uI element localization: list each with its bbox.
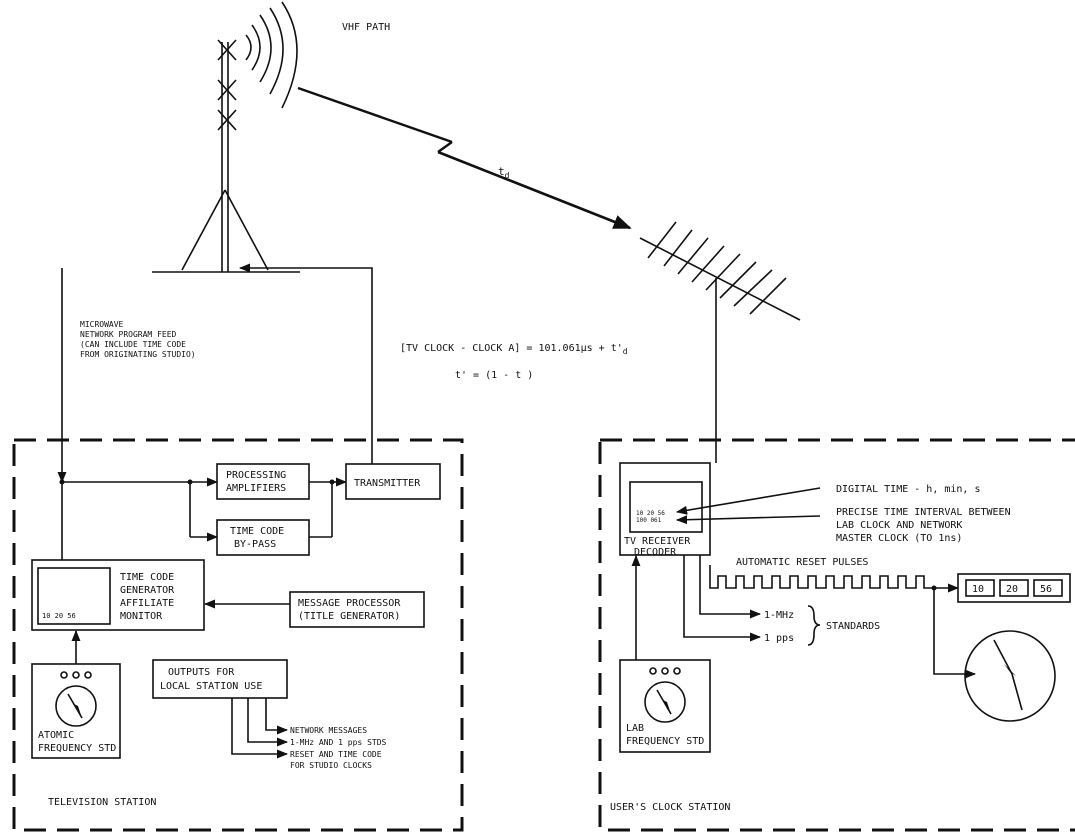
outputs-label: OUTPUTS FOR <box>168 667 235 678</box>
television-station-title: TELEVISION STATION <box>48 797 156 808</box>
equation-clock-difference: [TV CLOCK - CLOCK A] = 101.061μs + t'd <box>400 343 628 356</box>
precise-interval-label-1: PRECISE TIME INTERVAL BETWEEN <box>836 507 1011 518</box>
users-clock-station-boundary <box>598 438 1075 832</box>
clock-seconds-text: 56 <box>1040 584 1052 595</box>
message-processor-box <box>289 591 425 628</box>
network-program-feed-label: NETWORK PROGRAM FEED <box>80 330 177 339</box>
tv-tower <box>152 39 300 273</box>
transmitter-to-tower-line <box>238 263 373 464</box>
lab-label: LAB <box>626 723 644 734</box>
transmitter-box <box>345 463 441 500</box>
studio-clocks-label: FOR STUDIO CLOCKS <box>290 761 372 770</box>
analog-clock-icon <box>964 630 1056 722</box>
tv-receiver-label: TV RECEIVER <box>624 536 691 547</box>
outputs-box <box>152 659 288 699</box>
users-clock-station-title: USER'S CLOCK STATION <box>610 802 730 813</box>
vhf-path-signal <box>297 86 632 230</box>
processing-amplifiers-label-2: AMPLIFIERS <box>226 483 286 494</box>
atomic-frequency-std-box <box>31 663 121 759</box>
decoder-label: DECODER <box>634 547 677 558</box>
lab-dial-icon <box>644 681 686 723</box>
clock-minutes-text: 20 <box>1006 584 1018 595</box>
clock-digit-hours <box>965 579 995 597</box>
lab-frequency-std-label: FREQUENCY STD <box>626 736 704 747</box>
microwave-label: MICROWAVE <box>80 320 124 329</box>
clock-digit-seconds <box>1033 579 1063 597</box>
generator-label-2: GENERATOR <box>120 585 175 596</box>
equation-td-prime: t' = (1 - t ) <box>455 370 533 381</box>
time-code-bypass-label: TIME CODE <box>230 526 284 537</box>
receiver-screen-line-2: 100 061 <box>636 517 662 524</box>
receiver-screen <box>629 481 703 533</box>
pps-label: 1 pps <box>764 633 794 644</box>
clock-hours-text: 10 <box>972 584 984 595</box>
reset-pulse-train <box>709 565 934 589</box>
transmitter-label: TRANSMITTER <box>354 478 421 489</box>
generator-label-4: MONITOR <box>120 611 163 622</box>
network-messages-label: NETWORK MESSAGES <box>290 726 367 735</box>
td-label: td <box>498 165 510 180</box>
local-station-use-label: LOCAL STATION USE <box>160 681 262 692</box>
vhf-path-label: VHF PATH <box>342 22 390 33</box>
atomic-label: ATOMIC <box>38 730 74 741</box>
clock-digit-minutes <box>999 579 1029 597</box>
include-time-code-label: (CAN INCLUDE TIME CODE <box>80 340 186 349</box>
originating-studio-label: FROM ORIGINATING STUDIO) <box>80 350 196 359</box>
monitor-readout: 10 20 56 <box>42 612 76 620</box>
lab-frequency-std-box <box>619 659 711 753</box>
standards-brace <box>807 605 821 646</box>
stds-output-label: 1-MHz AND 1 pps STDS <box>290 738 387 747</box>
generator-label-1: TIME CODE <box>120 572 174 583</box>
mhz-label: 1-MHz <box>764 610 794 621</box>
time-code-bypass-box <box>216 519 310 556</box>
standards-label: STANDARDS <box>826 621 880 632</box>
reset-time-code-label: RESET AND TIME CODE <box>290 750 382 759</box>
processing-amplifiers-label: PROCESSING <box>226 470 286 481</box>
auto-reset-label: AUTOMATIC RESET PULSES <box>736 557 868 568</box>
generator-label-3: AFFILIATE <box>120 598 174 609</box>
precise-interval-label-3: MASTER CLOCK (TO 1ns) <box>836 533 962 544</box>
affiliate-monitor-screen <box>37 567 111 625</box>
message-processor-label: MESSAGE PROCESSOR <box>298 598 401 609</box>
receiver-screen-line-1: 10 20 56 <box>636 510 665 517</box>
time-code-bypass-label-2: BY-PASS <box>234 539 276 550</box>
digital-time-label: DIGITAL TIME - h, min, s <box>836 484 981 495</box>
radio-waves <box>245 1 298 109</box>
frequency-std-label: FREQUENCY STD <box>38 743 116 754</box>
atomic-dial-icon <box>55 685 97 727</box>
receiving-antenna <box>639 221 801 463</box>
precise-interval-label-2: LAB CLOCK AND NETWORK <box>836 520 962 531</box>
television-station-boundary <box>12 438 464 832</box>
processing-amplifiers-box <box>216 463 310 500</box>
title-generator-label: (TITLE GENERATOR) <box>298 611 400 622</box>
